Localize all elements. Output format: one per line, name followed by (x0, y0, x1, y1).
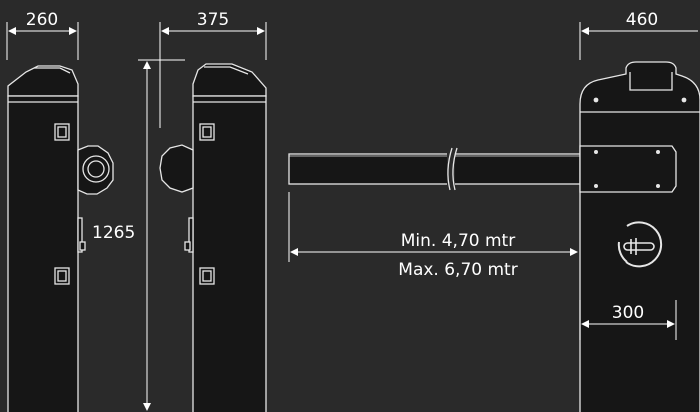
left-cabinet-side-view (7, 65, 114, 412)
dim-side-depth-label: 375 (197, 10, 229, 30)
middle-cabinet-cap (192, 63, 267, 97)
dim-front-width-label: 460 (626, 10, 658, 30)
left-cabinet-cap (7, 65, 79, 97)
lock-emblem-icon (617, 221, 663, 268)
dim-boom-max-label: Max. 6,70 mtr (398, 260, 517, 280)
middle-cabinet-body (192, 95, 267, 412)
boom-break-gap (447, 150, 455, 188)
dim-boom-min-label: Min. 4,70 mtr (401, 231, 515, 251)
boom-arm (288, 147, 582, 191)
right-cabinet-boom-clamp (579, 145, 677, 193)
right-cabinet-top (579, 61, 700, 412)
dim-base-width-label: 300 (612, 303, 644, 323)
right-cabinet-front-view (579, 61, 700, 412)
middle-cabinet-pivot-hub (159, 144, 194, 193)
middle-cabinet-side-view (159, 63, 267, 412)
dimension-lines (6, 22, 698, 411)
left-cabinet-body (7, 95, 79, 412)
dim-height-label: 1265 (92, 223, 135, 243)
dim-side-width-label: 260 (26, 10, 58, 30)
